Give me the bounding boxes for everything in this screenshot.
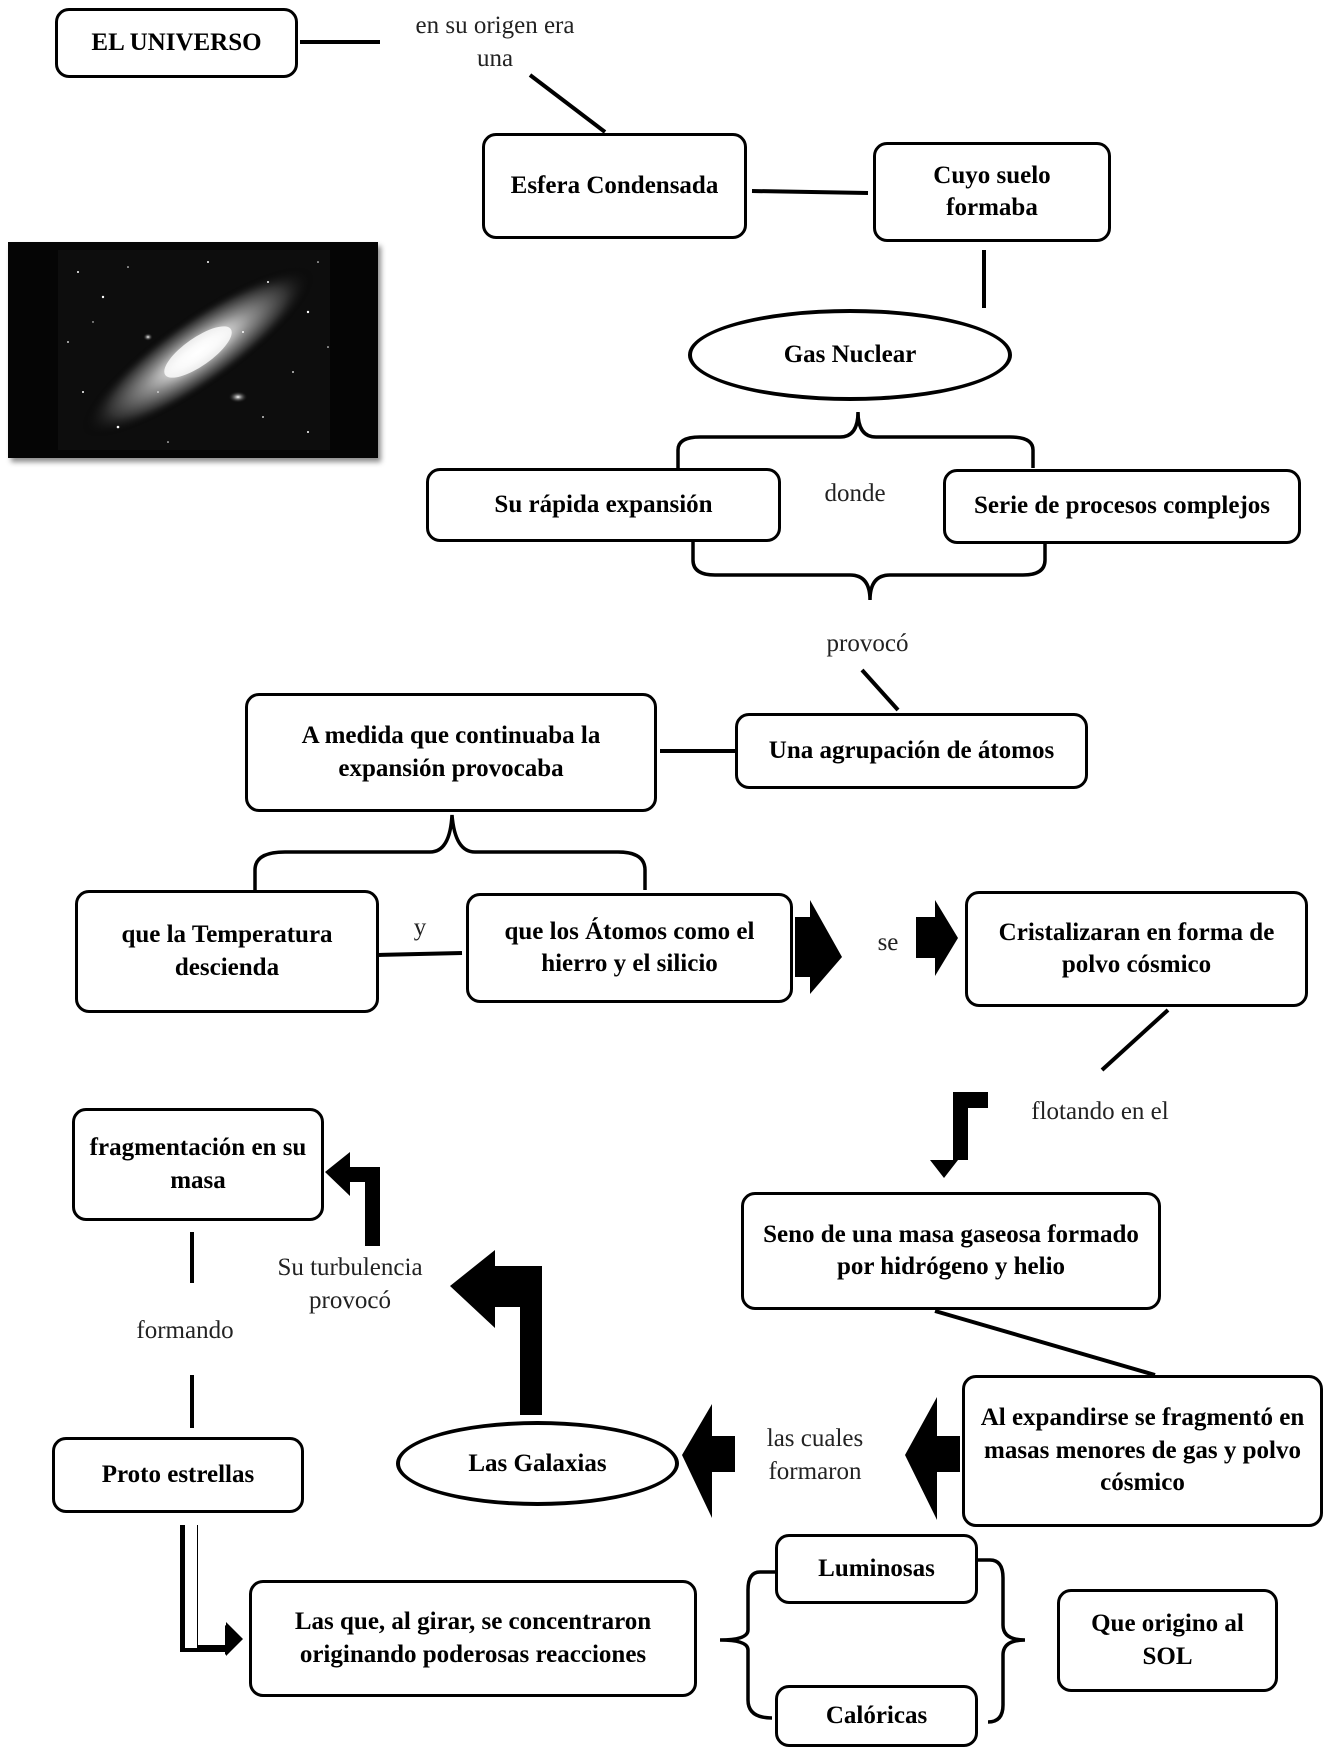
label-origin: en su origen era una (415, 12, 575, 72)
node-expansion: Su rápida expansión (426, 468, 781, 542)
label-floating: flotando en el (1031, 1098, 1169, 1125)
node-as-continued: A medida que continuaba la expansión pro… (245, 693, 657, 812)
label-turbulence: Su turbulencia provocó (277, 1254, 423, 1314)
arrow-left-which-formed (682, 1404, 735, 1518)
arrow-up-left-turbulence (325, 1152, 380, 1246)
brace-continued (253, 814, 647, 890)
node-luminous: Luminosas (775, 1534, 978, 1604)
line-sphere-surface (751, 189, 869, 195)
node-gas: Gas Nuclear (688, 309, 1012, 401)
label-se: se (877, 929, 899, 956)
node-fragmentation: fragmentación en su masa (72, 1108, 324, 1221)
arrow-left-fragmented (905, 1397, 960, 1520)
node-rotating: Las que, al girar, se concentraron origi… (249, 1580, 697, 1697)
node-sun: Que origino al SOL (1057, 1589, 1278, 1692)
node-atoms-iron: que los Átomos como el hierro y el silic… (466, 893, 793, 1003)
node-fragmented: Al expandirse se fragmentó en masas meno… (962, 1375, 1323, 1527)
label-caused: provocó (826, 630, 909, 657)
node-universe: EL UNIVERSO (55, 8, 298, 78)
line-mass-fragmented (934, 1309, 1156, 1377)
node-temperature: que la Temperatura descienda (75, 890, 379, 1013)
line-origin-sphere (528, 73, 607, 134)
line-caused-atoms (860, 668, 900, 712)
node-sphere: Esfera Condensada (482, 133, 747, 239)
brace-right-types (978, 1558, 1026, 1724)
arrow-proto-rotating (180, 1525, 243, 1656)
arrow-up-left-galaxies (450, 1250, 542, 1415)
galaxy-image (8, 242, 378, 458)
node-caloric: Calóricas (775, 1685, 978, 1747)
line-crystal-floating (1100, 1008, 1170, 1072)
node-crystallize: Cristalizaran en forma de polvo cósmico (965, 891, 1308, 1007)
node-processes: Serie de procesos complejos (943, 469, 1301, 544)
label-where: donde (824, 480, 886, 507)
brace-left-types (719, 1570, 775, 1720)
arrow-down-floating (930, 1092, 988, 1178)
node-atoms-group: Una agrupación de átomos (735, 713, 1088, 789)
node-proto: Proto estrellas (52, 1437, 304, 1513)
label-which-formed: las cuales formaron (766, 1425, 864, 1485)
node-surface: Cuyo suelo formaba (873, 142, 1111, 242)
arrow-block-right-1 (795, 900, 842, 994)
brace-bottom-where (691, 542, 1047, 601)
node-galaxies: Las Galaxias (396, 1421, 679, 1506)
arrow-block-right-2 (916, 900, 958, 976)
line-temperature-atoms (377, 951, 463, 957)
brace-top-where (676, 411, 1035, 468)
node-gas-mass: Seno de una masa gaseosa formado por hid… (741, 1192, 1161, 1310)
label-and: y (413, 914, 427, 941)
label-forming: formando (136, 1317, 234, 1344)
